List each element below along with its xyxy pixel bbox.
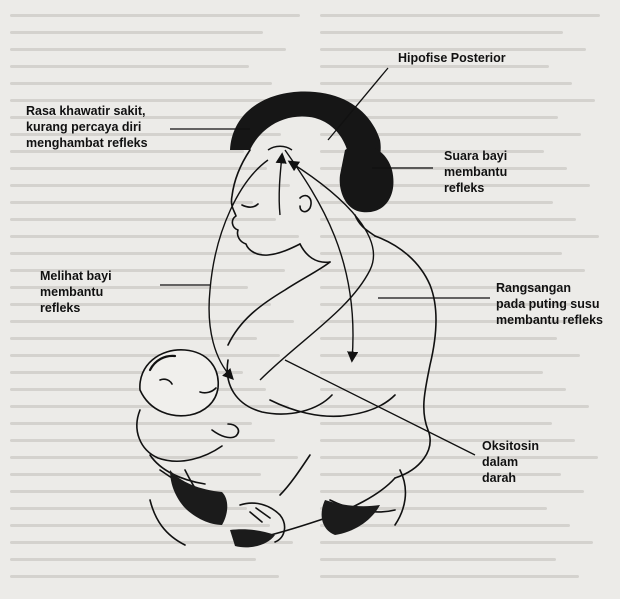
label-suara-bayi: Suara bayi membantu refleks	[444, 148, 507, 196]
baby-blanket	[170, 470, 380, 547]
brain-node	[268, 146, 292, 150]
label-line: dalam	[482, 454, 539, 470]
label-line: darah	[482, 470, 539, 486]
mother-hair	[230, 92, 393, 213]
label-line: Suara bayi	[444, 148, 507, 164]
label-line: Rangsangan	[496, 280, 603, 296]
label-rangsangan: Rangsangan pada puting susu membantu ref…	[496, 280, 603, 328]
label-melihat-bayi: Melihat bayi membantu refleks	[40, 268, 112, 316]
label-line: Oksitosin	[482, 438, 539, 454]
label-rasa-khawatir: Rasa khawatir sakit, kurang percaya diri…	[26, 103, 148, 151]
label-line: refleks	[40, 300, 112, 316]
label-line: menghambat refleks	[26, 135, 148, 151]
label-line: Hipofise Posterior	[398, 50, 506, 66]
label-line: membantu refleks	[496, 312, 603, 328]
label-line: Melihat bayi	[40, 268, 112, 284]
label-line: kurang percaya diri	[26, 119, 148, 135]
arrow-seeing	[209, 160, 268, 378]
label-line: refleks	[444, 180, 507, 196]
label-line: membantu	[444, 164, 507, 180]
arrow-center	[279, 155, 282, 215]
label-oksitosin: Oksitosin dalam darah	[482, 438, 539, 486]
label-line: membantu	[40, 284, 112, 300]
label-line: pada puting susu	[496, 296, 603, 312]
label-hipofise-posterior: Hipofise Posterior	[398, 50, 506, 66]
label-line: Rasa khawatir sakit,	[26, 103, 148, 119]
hair-bun	[340, 145, 394, 212]
